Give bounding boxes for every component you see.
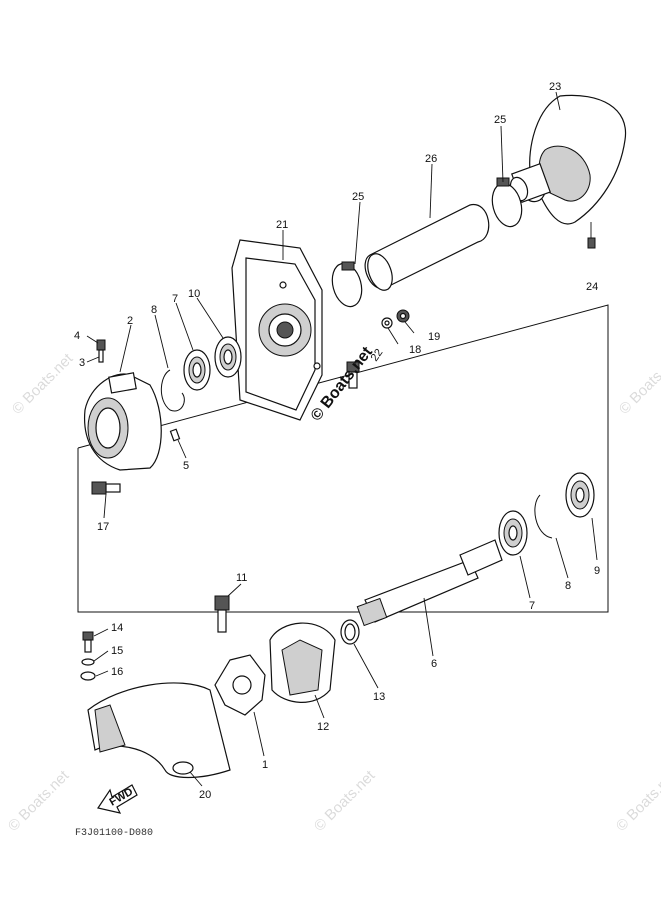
callout-11: 11	[236, 572, 247, 584]
washer-part	[381, 317, 393, 329]
flat-washer-part	[80, 671, 96, 681]
callout-9: 9	[594, 565, 600, 577]
diagram-code: F3J01100-D080	[75, 828, 153, 839]
screw-part	[587, 222, 596, 249]
spring-washer-part	[81, 658, 95, 666]
fitting-part	[214, 595, 230, 633]
callout-7-lower: 7	[529, 600, 535, 612]
grease-nipple-part	[96, 339, 106, 363]
callout-17: 17	[97, 521, 109, 533]
housing-bolt-part	[91, 481, 121, 495]
small-bolt-part	[82, 631, 94, 653]
coupler-housing	[83, 372, 162, 471]
callout-19: 19	[428, 331, 440, 343]
callout-14: 14	[111, 622, 123, 634]
callout-25-lower: 25	[352, 191, 364, 203]
coupling-part	[269, 622, 336, 703]
callout-8-upper: 8	[151, 304, 157, 316]
hose-clamp-lower	[331, 261, 363, 308]
watermark-right: © Boats.net	[616, 350, 661, 418]
callout-23: 23	[549, 81, 561, 93]
callout-20: 20	[199, 789, 211, 801]
callout-5: 5	[183, 460, 189, 472]
bearing-lower-right	[565, 472, 595, 518]
hose-part	[364, 204, 490, 291]
callout-18: 18	[409, 344, 421, 356]
callout-1: 1	[262, 759, 268, 771]
callout-24: 24	[586, 281, 598, 293]
callout-2: 2	[127, 315, 133, 327]
bearing-upper-left	[183, 349, 211, 391]
o-ring-part	[340, 619, 360, 645]
bearing-housing-plate	[231, 239, 323, 421]
callout-labels: 23 24 25 26 25 21 2 8 7 10 4 3 5 17 19 1…	[74, 81, 600, 801]
watermark-bottom-left: © Boats.net	[5, 767, 73, 835]
nut-part	[396, 309, 410, 323]
damper-part	[214, 654, 266, 716]
callout-4: 4	[74, 330, 80, 342]
pin-part	[169, 428, 181, 442]
callout-8-lower: 8	[565, 580, 571, 592]
callout-10: 10	[188, 288, 200, 300]
callout-6: 6	[431, 658, 437, 670]
callout-13: 13	[373, 691, 385, 703]
watermark-bottom-right: © Boats.net	[613, 767, 661, 835]
coupling-cover-part	[87, 682, 231, 779]
callout-16: 16	[111, 666, 123, 678]
leader-lines	[86, 91, 598, 787]
callout-26: 26	[425, 153, 437, 165]
fwd-arrow-icon: FWD	[97, 784, 138, 814]
callout-7-upper: 7	[172, 293, 178, 305]
circlip-upper	[160, 369, 185, 412]
watermark-left: © Boats.net	[9, 350, 77, 418]
fwd-label: FWD	[108, 786, 136, 809]
callout-25-upper: 25	[494, 114, 506, 126]
callout-3: 3	[79, 357, 85, 369]
callout-15: 15	[111, 645, 123, 657]
watermark-bottom-middle: © Boats.net	[311, 767, 379, 835]
callout-12: 12	[317, 721, 329, 733]
drive-shaft-part	[356, 539, 503, 627]
callout-21: 21	[276, 219, 288, 231]
bearing-upper-right	[214, 336, 242, 378]
circlip-lower	[534, 494, 553, 539]
intake-cover-part	[509, 94, 627, 225]
callout-22: 22	[369, 347, 386, 364]
bolt-part	[346, 361, 360, 389]
assembly-frame	[77, 304, 609, 613]
bearing-lower-left	[498, 510, 528, 556]
